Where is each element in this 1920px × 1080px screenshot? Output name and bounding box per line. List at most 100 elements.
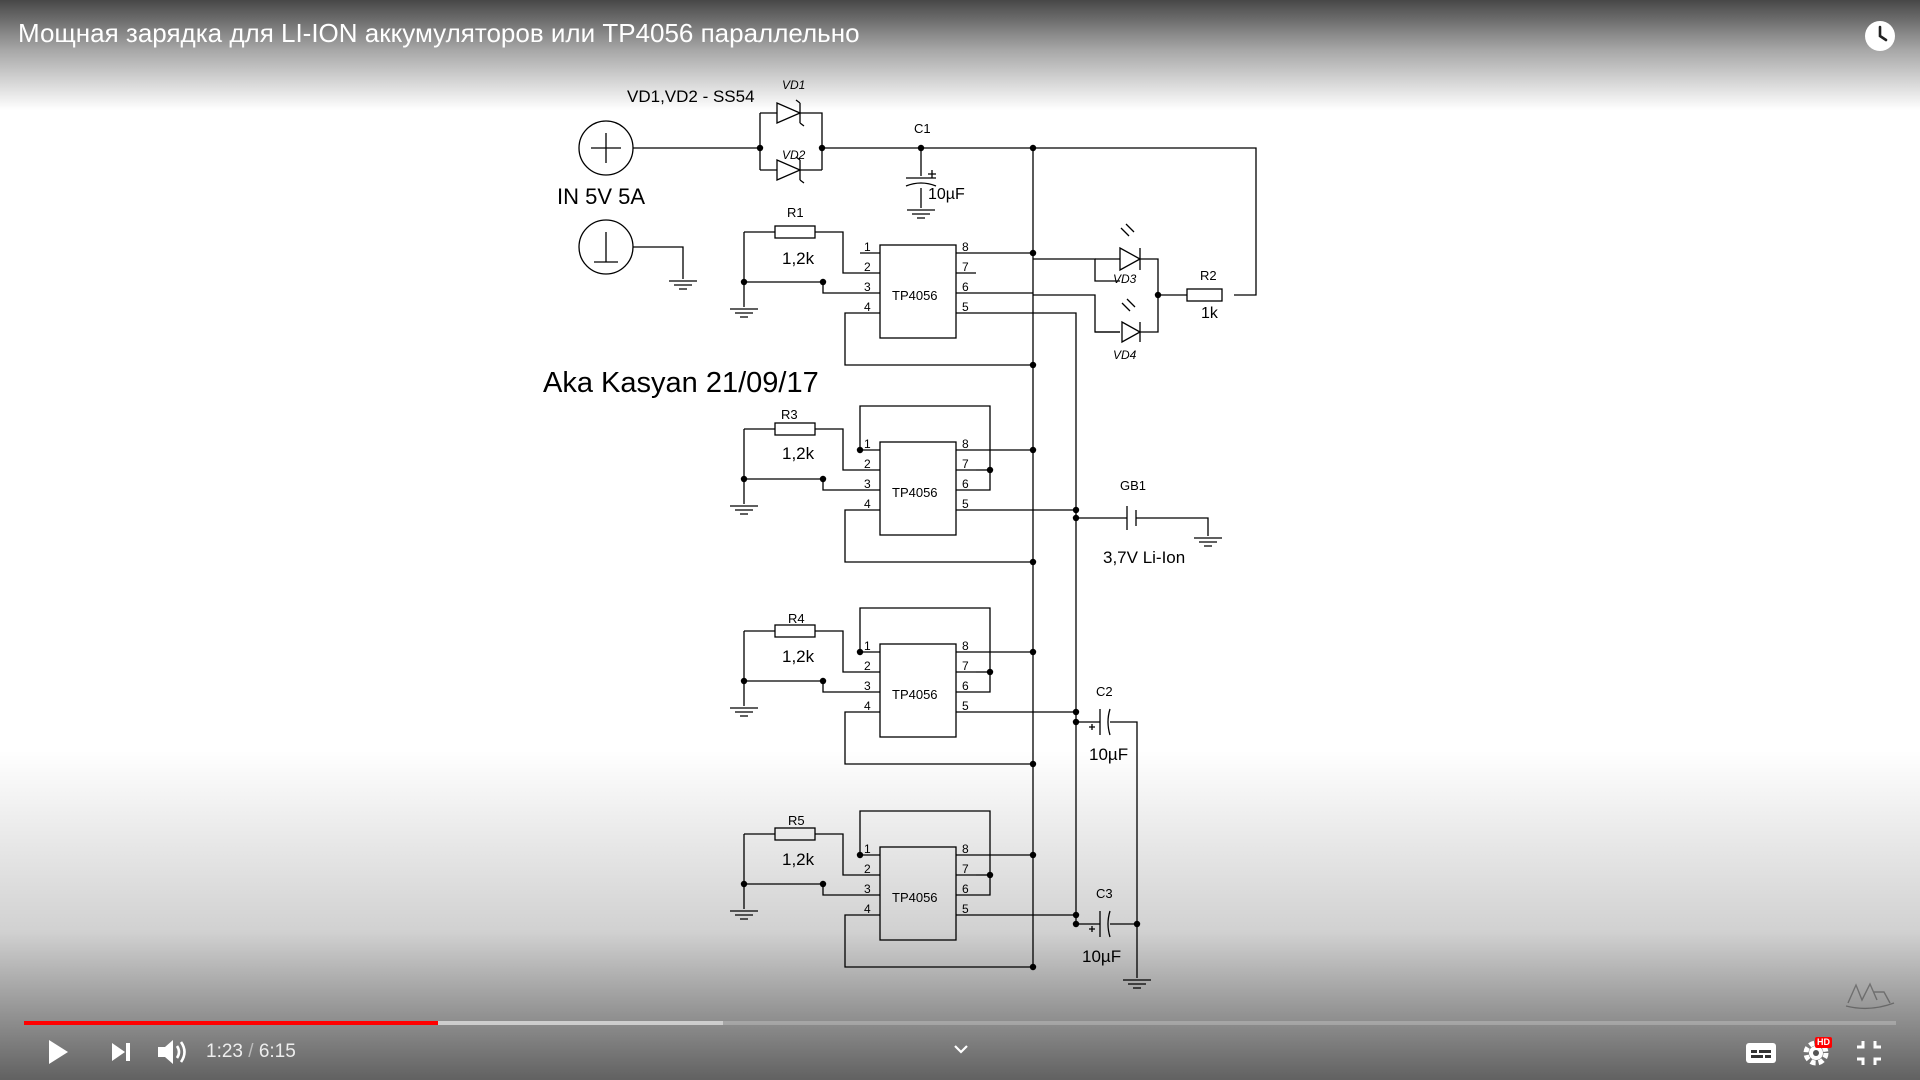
junction-dot xyxy=(1072,920,1080,928)
junction-dot xyxy=(986,466,994,474)
play-button[interactable] xyxy=(40,1036,76,1068)
wire xyxy=(633,246,684,279)
exit-fullscreen-button[interactable] xyxy=(1850,1036,1888,1070)
pin-number: 7 xyxy=(962,659,969,673)
pin-number: 6 xyxy=(962,882,969,896)
pin-number: 3 xyxy=(864,882,871,896)
pin-number: 1 xyxy=(864,240,871,254)
pin-number: 2 xyxy=(864,862,871,876)
ground-symbol xyxy=(669,280,697,290)
junction-dot xyxy=(1029,446,1037,454)
progress-bar[interactable] xyxy=(24,1021,1896,1025)
junction-dot xyxy=(986,871,994,879)
c3-label: C3 xyxy=(1096,886,1113,901)
r3-value: 1,2k xyxy=(782,444,815,463)
hd-badge: HD xyxy=(1815,1037,1832,1048)
junction-dot xyxy=(819,278,827,286)
wire xyxy=(844,711,1033,765)
junction-dot xyxy=(1029,144,1037,152)
vd4-label: VD4 xyxy=(1113,348,1137,362)
pin-number: 3 xyxy=(864,679,871,693)
current-time: 1:23 xyxy=(206,1041,243,1062)
pin-number: 1 xyxy=(864,437,871,451)
wire xyxy=(744,680,860,693)
c1-value: 10µF xyxy=(928,186,965,203)
pin-number: 5 xyxy=(962,902,969,916)
c1-label: C1 xyxy=(914,121,931,136)
exit-fullscreen-icon xyxy=(1857,1041,1881,1065)
junction-dot xyxy=(740,677,748,685)
r5-value: 1,2k xyxy=(782,850,815,869)
wire xyxy=(1136,517,1209,536)
wire xyxy=(744,281,860,294)
c2-value: 10µF xyxy=(1089,745,1128,764)
settings-button[interactable]: HD xyxy=(1798,1034,1838,1070)
wire xyxy=(859,607,991,693)
ground-symbol xyxy=(730,505,758,515)
tp4056-chip xyxy=(879,643,957,738)
settings-icon xyxy=(1803,1040,1829,1066)
watch-later-button[interactable] xyxy=(1862,18,1898,54)
subtitles-button[interactable] xyxy=(1742,1038,1780,1068)
junction-dot xyxy=(1029,361,1037,369)
wire xyxy=(815,231,860,274)
pin-number: 1 xyxy=(864,639,871,653)
junction-dot xyxy=(819,880,827,888)
duration: 6:15 xyxy=(258,1041,296,1062)
junction-dot xyxy=(819,475,827,483)
pin-number: 3 xyxy=(864,280,871,294)
junction-dot xyxy=(856,648,864,656)
ground-symbol xyxy=(1123,979,1151,989)
author-note: Aka Kasyan 21/09/17 xyxy=(543,367,819,399)
c1-plus xyxy=(928,170,936,178)
pin-number: 8 xyxy=(962,240,969,254)
r5-resistor xyxy=(774,827,816,841)
pin-number: 5 xyxy=(962,497,969,511)
ground-symbol xyxy=(730,308,758,318)
next-button[interactable] xyxy=(104,1036,138,1068)
wire xyxy=(815,428,860,471)
wire xyxy=(744,478,860,491)
input-ground-terminal xyxy=(578,219,634,275)
c3-plus xyxy=(1089,926,1095,932)
junction-dot xyxy=(1072,718,1080,726)
junction-dot xyxy=(1154,291,1162,299)
pin-number: 6 xyxy=(962,679,969,693)
chevron-down-icon xyxy=(954,1045,968,1054)
junction-dot xyxy=(1072,911,1080,919)
r2-resistor xyxy=(1186,288,1223,302)
junction-dot xyxy=(819,677,827,685)
r1-resistor xyxy=(774,225,816,239)
ground-symbol xyxy=(730,707,758,717)
volume-button[interactable] xyxy=(154,1034,192,1070)
chapter-expand-button[interactable] xyxy=(950,1040,972,1058)
junction-dot xyxy=(1029,851,1037,859)
junction-dot xyxy=(1029,249,1037,257)
video-title[interactable]: Мощная зарядка для LI-ION аккумуляторов … xyxy=(18,18,860,48)
pin-number: 5 xyxy=(962,300,969,314)
c2-plate-neg xyxy=(1107,708,1111,736)
junction-dot xyxy=(1133,920,1141,928)
wire xyxy=(844,509,1033,563)
vd2-cathode xyxy=(795,156,805,184)
r4-label: R4 xyxy=(788,611,805,626)
wire xyxy=(759,112,823,171)
channel-watermark-logo xyxy=(1845,982,1895,1010)
junction-dot xyxy=(818,144,826,152)
wire xyxy=(976,312,1077,520)
r2-value: 1k xyxy=(1201,305,1219,322)
junction-dot xyxy=(986,668,994,676)
r3-label: R3 xyxy=(781,407,798,422)
next-icon xyxy=(112,1043,130,1061)
r4-resistor xyxy=(774,624,816,638)
junction-dot xyxy=(856,446,864,454)
pin-number: 6 xyxy=(962,477,969,491)
c2-label: C2 xyxy=(1096,684,1113,699)
pin-number: 8 xyxy=(962,437,969,451)
ic3-label: TP4056 xyxy=(892,687,938,702)
plus-symbol xyxy=(591,133,621,163)
wire xyxy=(815,833,860,876)
